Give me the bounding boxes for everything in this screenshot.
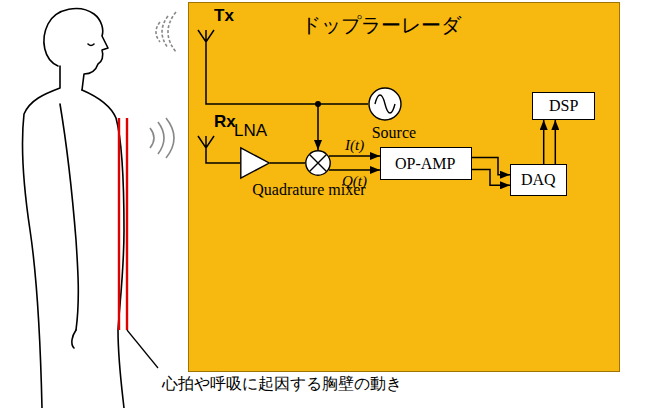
process-box: DAQ xyxy=(510,164,567,196)
callout-note: 心拍や呼吸に起因する胸壁の動き xyxy=(162,374,402,393)
signal-connector xyxy=(270,162,305,164)
antenna-label: Tx xyxy=(214,6,234,26)
chest-wall-line xyxy=(118,118,120,330)
amplifier-symbol xyxy=(240,147,270,179)
amplifier-triangle: LNA xyxy=(240,147,270,179)
signal-name: I(t) xyxy=(345,136,364,154)
panel-title: ドップラーレーダ xyxy=(301,13,461,37)
process-box: OP-AMP xyxy=(380,147,472,180)
signal-name: Q(t) xyxy=(342,172,367,190)
person-figure xyxy=(22,9,124,408)
radar-panel-fill xyxy=(188,2,620,372)
antenna-label: Rx xyxy=(214,112,236,132)
receive-waves xyxy=(150,118,174,158)
radar-panel: ドップラーレーダSourceLNAQuadrature mixerOP-AMPD… xyxy=(188,2,620,372)
antenna-wires xyxy=(198,30,318,163)
transmit-waves xyxy=(156,12,176,52)
signal-connector xyxy=(472,158,510,175)
mixer-symbol xyxy=(305,150,331,176)
signal-connector xyxy=(329,155,380,157)
mixer-circle: Quadrature mixer xyxy=(305,150,331,176)
signal-connector xyxy=(555,120,557,164)
signal-connector xyxy=(472,170,510,186)
signal-connector xyxy=(543,120,545,164)
node-label: DSP xyxy=(549,96,578,115)
process-box: DSP xyxy=(532,92,595,120)
node-label: LNA xyxy=(234,121,267,141)
node-label: DAQ xyxy=(521,170,556,189)
source-oscillator: Source xyxy=(368,87,402,121)
node-label: OP-AMP xyxy=(395,154,455,173)
leader-line xyxy=(127,330,158,368)
signal-connector xyxy=(329,169,380,171)
chest-wall-line xyxy=(126,118,128,330)
oscillator-symbol xyxy=(368,87,402,121)
node-label: Source xyxy=(372,123,416,142)
